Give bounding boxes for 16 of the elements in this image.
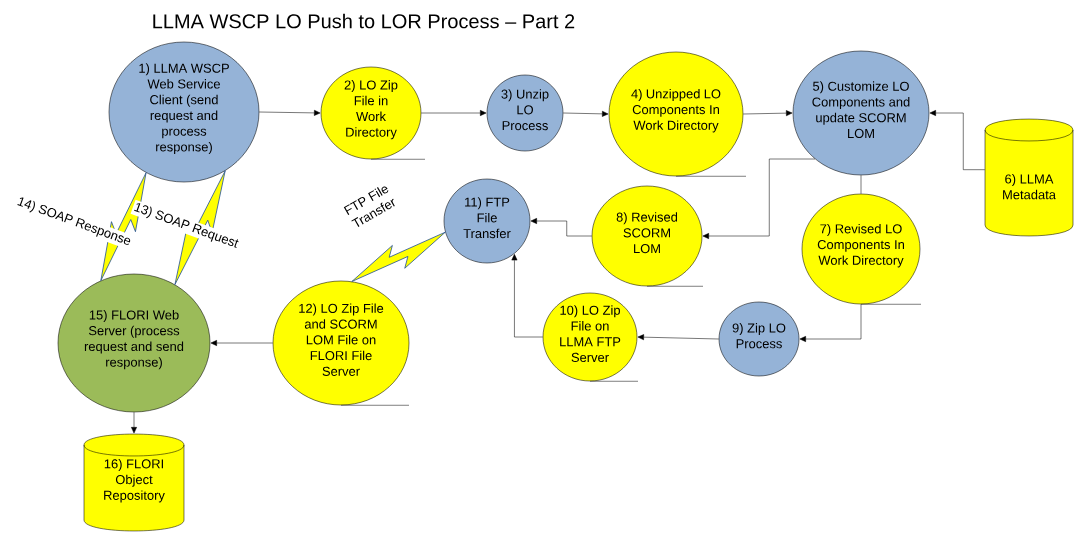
arrow	[929, 110, 985, 170]
arrow	[563, 110, 609, 117]
database-cylinder: 6) LLMA Metadata	[984, 118, 1074, 237]
arrow	[799, 304, 862, 342]
arrow	[637, 334, 719, 341]
arrow	[210, 340, 273, 346]
arrow	[511, 254, 543, 338]
lightning-bolt	[351, 231, 446, 282]
arrow	[131, 412, 137, 434]
arrow	[530, 218, 592, 237]
arrow	[259, 110, 321, 116]
title: LLMA WSCP LO Push to LOR Process – Part 2	[153, 13, 575, 29]
arrow	[421, 110, 487, 116]
database-cylinder: 16) FLORI Object Repository	[83, 433, 185, 532]
arrow	[702, 158, 816, 239]
arrow	[743, 110, 793, 117]
